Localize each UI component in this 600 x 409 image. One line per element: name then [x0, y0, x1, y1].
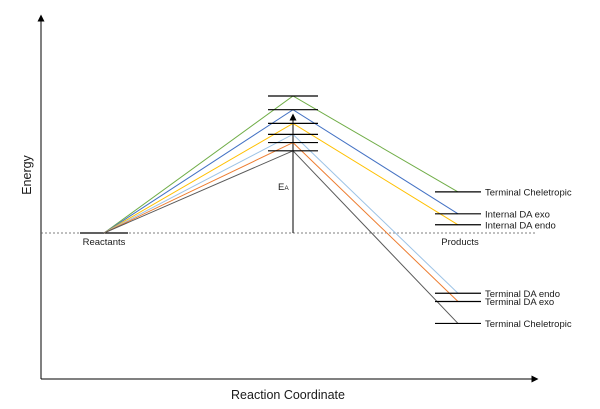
- product-label-terminal-cheletropic-5: Terminal Cheletropic: [485, 319, 572, 330]
- pathway-terminal-da-endo-3: [103, 133, 459, 294]
- reactants-label: Reactants: [83, 237, 126, 248]
- pathway-terminal-cheletropic-5: [103, 150, 459, 324]
- x-axis-title: Reaction Coordinate: [231, 388, 345, 402]
- pathway-internal-da-endo-2: [103, 122, 459, 234]
- product-label-terminal-da-exo-4: Terminal DA exo: [485, 297, 554, 308]
- pathway-terminal-da-exo-4: [103, 141, 459, 302]
- y-axis-title: Energy: [20, 154, 34, 194]
- product-label-internal-da-exo-1: Internal DA exo: [485, 209, 550, 220]
- product-label-terminal-da-endo-3: Terminal DA endo: [485, 289, 560, 300]
- product-label-terminal-cheletropic-0: Terminal Cheletropic: [485, 187, 572, 198]
- pathway-internal-da-exo-1: [103, 109, 459, 234]
- reaction-pathways: [103, 95, 459, 324]
- product-label-internal-da-endo-2: Internal DA endo: [485, 220, 556, 231]
- products-label: Products: [441, 237, 479, 248]
- energy-levels: [268, 95, 481, 325]
- pathway-terminal-cheletropic-0: [103, 95, 459, 234]
- activation-energy-label: EA: [278, 182, 289, 193]
